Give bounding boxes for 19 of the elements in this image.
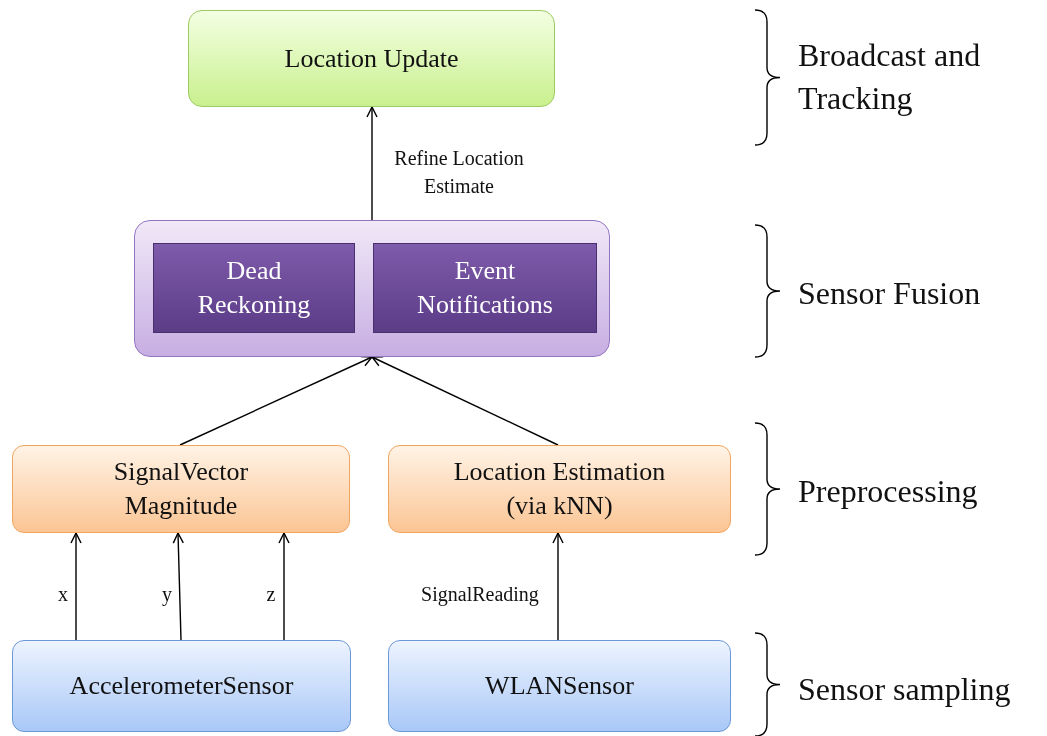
process-box: Event Notifications bbox=[373, 243, 597, 333]
sensor-box: WLANSensor bbox=[388, 640, 731, 732]
sensor-box: AccelerometerSensor bbox=[12, 640, 351, 732]
process-box: Location Estimation (via kNN) bbox=[388, 445, 731, 533]
process-box: SignalVector Magnitude bbox=[12, 445, 350, 533]
update-box: Location Update bbox=[188, 10, 555, 107]
process-box: Dead Reckoning bbox=[153, 243, 355, 333]
stage-label: Broadcast and Tracking bbox=[798, 36, 982, 119]
arrow bbox=[179, 355, 373, 446]
arrow bbox=[278, 532, 290, 641]
fusion-container bbox=[134, 220, 610, 357]
arrow bbox=[70, 532, 82, 641]
arrow bbox=[552, 532, 564, 641]
stage-label: Sensor sampling bbox=[798, 670, 1012, 709]
arrow bbox=[172, 532, 184, 641]
stage-label: Sensor Fusion bbox=[798, 274, 982, 313]
stage-label: Preprocessing bbox=[798, 472, 979, 511]
arrow bbox=[371, 356, 559, 446]
arrow bbox=[366, 106, 378, 221]
